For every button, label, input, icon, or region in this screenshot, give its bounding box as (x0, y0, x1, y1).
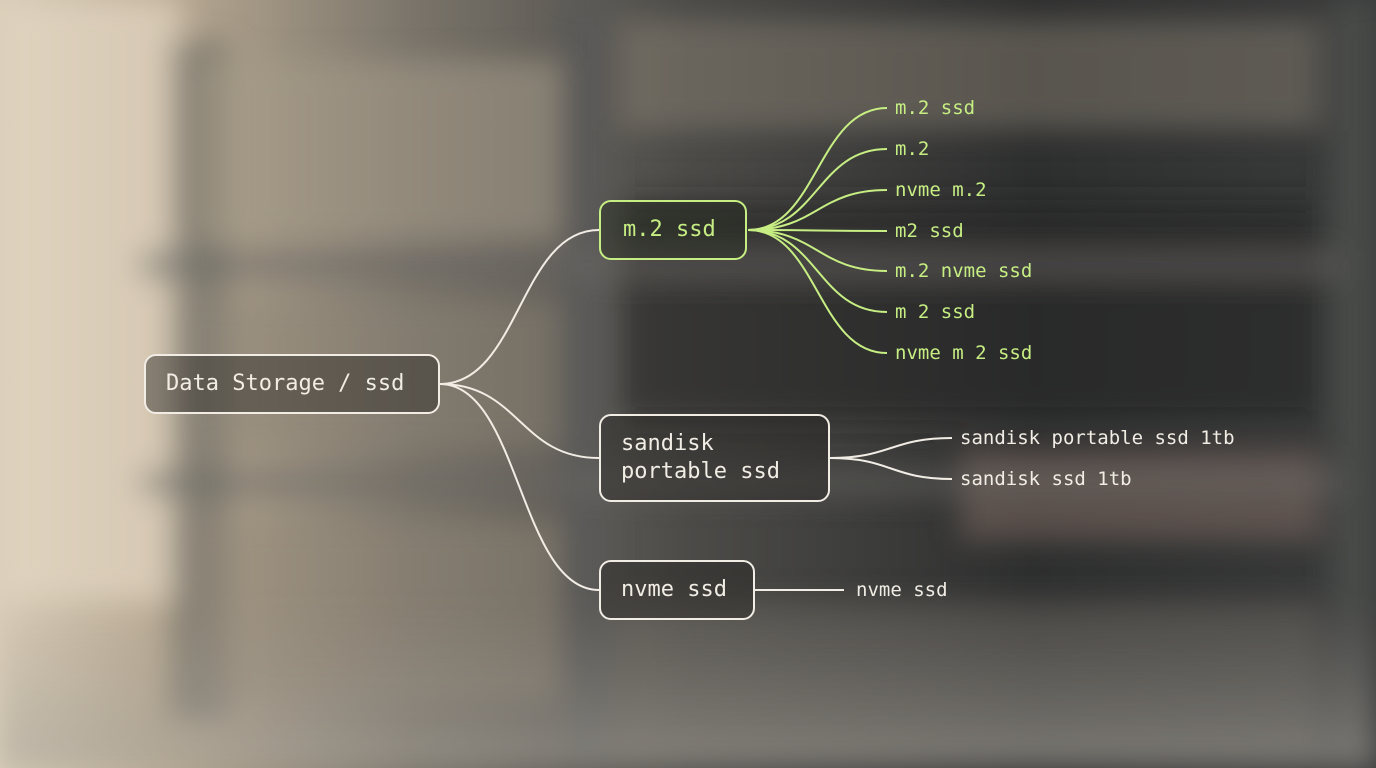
branch-to-leaf-connector-1-0 (829, 437, 953, 459)
branch-to-leaf-connector-0-1 (747, 148, 888, 231)
branch-to-leaf-connector-0-3 (747, 229, 888, 232)
branch-to-leaf-connector-0-6 (747, 229, 888, 354)
branch-node-m2-ssd[interactable]: m.2 ssd (599, 200, 747, 260)
leaf-nvme-m-2-ssd[interactable]: nvme m 2 ssd (895, 342, 1033, 364)
leaf-m2-ssd[interactable]: m.2 ssd (895, 97, 976, 119)
branch-to-leaf-connector-0-0 (747, 107, 888, 231)
branch-to-leaf-connector-0-2 (747, 189, 888, 231)
root-to-branch-connector-0 (439, 229, 600, 385)
leaf-sandisk-ssd-1tb[interactable]: sandisk ssd 1tb (960, 468, 1132, 490)
branch-node-label: sandisk portable ssd (621, 431, 780, 484)
root-node[interactable]: Data Storage / ssd (144, 354, 440, 414)
branch-to-leaf-connector-0-5 (747, 229, 888, 313)
leaf-m2[interactable]: m.2 (895, 138, 930, 160)
branch-node-nvme-ssd[interactable]: nvme ssd (599, 560, 755, 620)
root-to-branch-connector-2 (439, 383, 600, 591)
leaf-m2-nvme-ssd[interactable]: m.2 nvme ssd (895, 260, 1033, 282)
leaf-m-2-ssd[interactable]: m 2 ssd (895, 301, 976, 323)
branch-node-label: m.2 ssd (623, 217, 716, 242)
root-to-branch-connector-1 (439, 383, 600, 459)
leaf-nvme-ssd[interactable]: nvme ssd (856, 579, 948, 601)
root-node-label: Data Storage / ssd (166, 371, 405, 396)
leaf-m2-ssd-nodot[interactable]: m2 ssd (895, 220, 964, 242)
branch-node-sandisk-portable-ssd[interactable]: sandisk portable ssd (599, 414, 830, 502)
leaf-sandisk-portable-ssd-1tb[interactable]: sandisk portable ssd 1tb (960, 427, 1235, 449)
branch-node-label: nvme ssd (621, 577, 727, 602)
leaf-nvme-m2[interactable]: nvme m.2 (895, 179, 987, 201)
branch-to-leaf-connector-0-4 (747, 229, 888, 272)
branch-to-leaf-connector-1-1 (829, 457, 953, 480)
